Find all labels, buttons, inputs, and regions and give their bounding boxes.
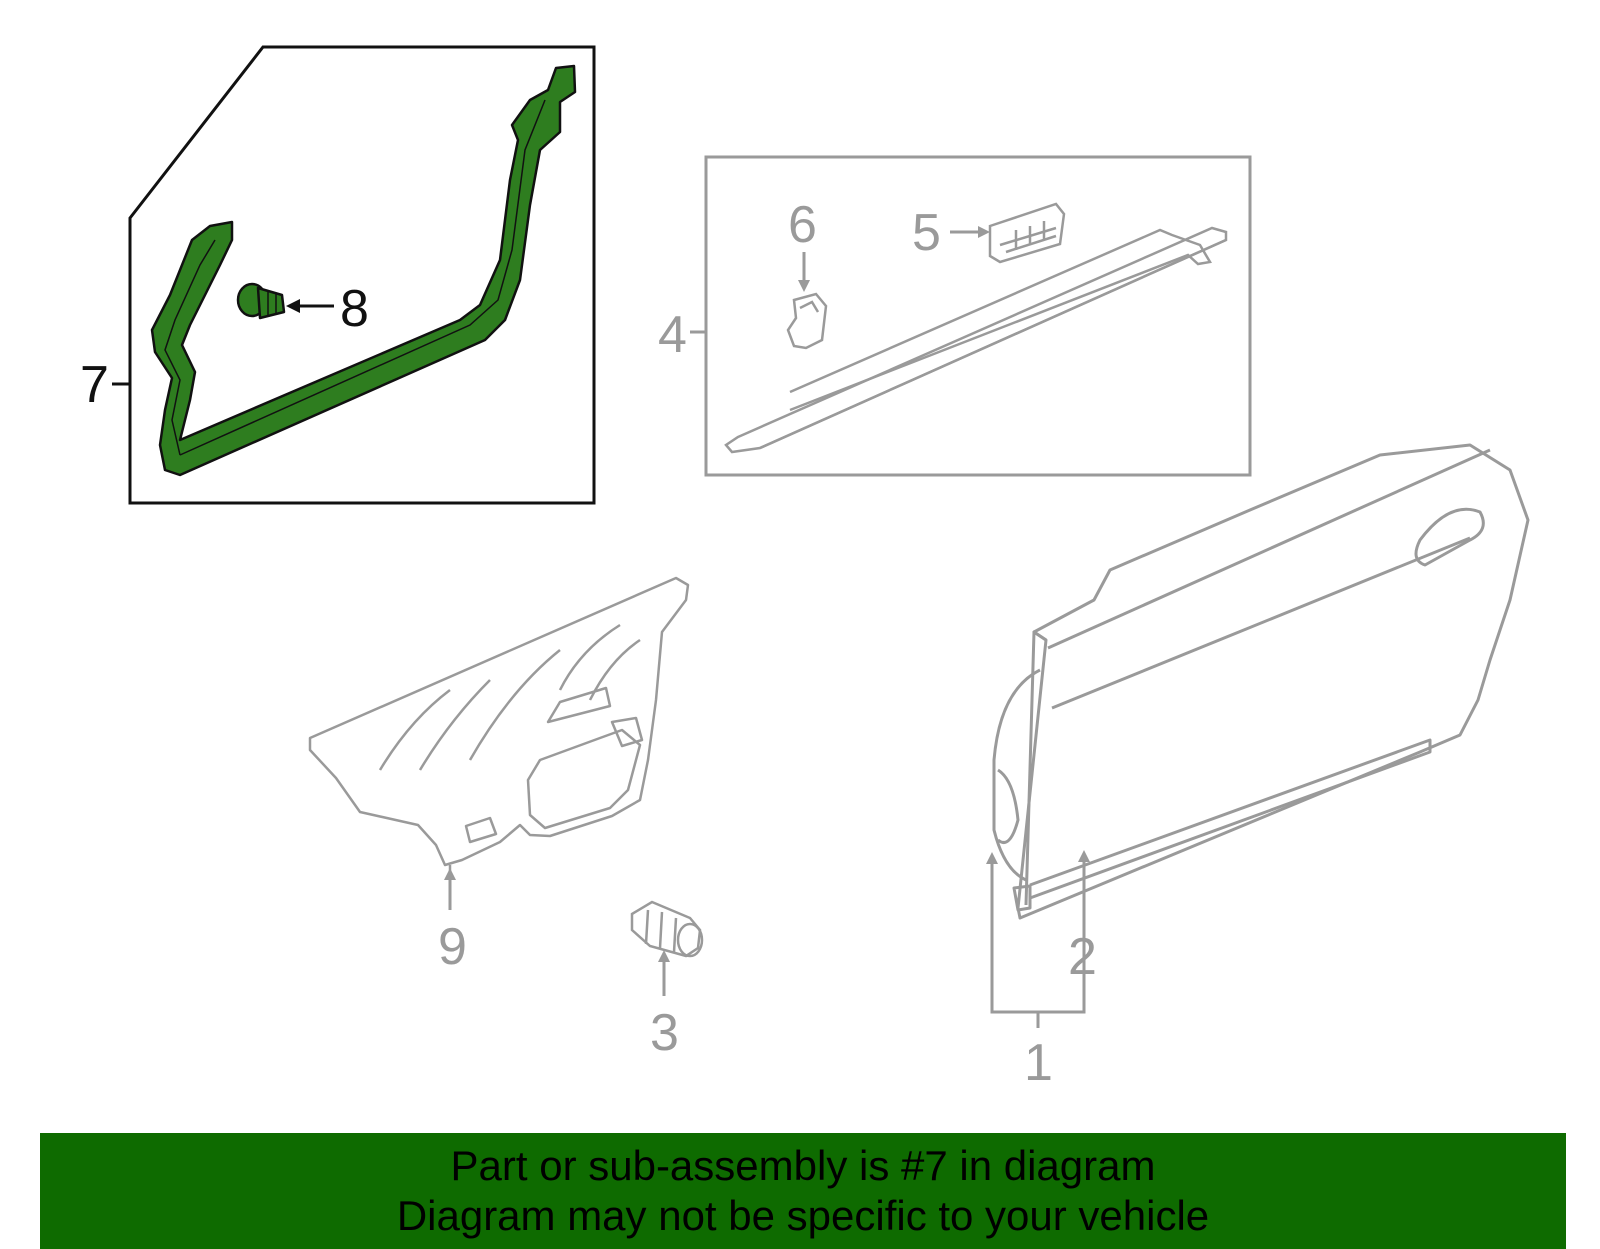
- highlight-box: [128, 45, 596, 505]
- leader-arrow-3: [658, 950, 670, 962]
- leader-arrow-6: [798, 280, 810, 292]
- door-trim-panel-part-9[interactable]: [308, 576, 690, 878]
- callout-1: 1: [1024, 1034, 1053, 1092]
- leader-arrow-9: [444, 868, 456, 880]
- highlight-group: 8 7: [80, 45, 596, 505]
- door-weatherstrip-part-7[interactable]: [150, 64, 577, 477]
- plug-part-3[interactable]: [630, 900, 704, 958]
- leader-arrow-8: [286, 299, 300, 313]
- moulding-box: [704, 155, 1252, 477]
- door-shell-part-1-2[interactable]: [992, 443, 1530, 920]
- clip-part-8[interactable]: [236, 282, 286, 320]
- clip-part-6[interactable]: [786, 292, 828, 350]
- callout-8: 8: [340, 280, 369, 338]
- leader-arrow-1: [986, 852, 998, 864]
- callout-3: 3: [650, 1004, 679, 1062]
- door-moulding-part-4[interactable]: [724, 226, 1228, 454]
- leader-bracket-1-2: [990, 862, 1086, 1028]
- banner-line-1: Part or sub-assembly is #7 in diagram: [450, 1142, 1156, 1189]
- callout-9: 9: [438, 918, 467, 976]
- callout-5: 5: [912, 204, 941, 262]
- leader-arrow-5: [978, 226, 990, 238]
- leader-arrow-2: [1078, 850, 1090, 862]
- callout-4: 4: [658, 306, 687, 364]
- banner-line-2: Diagram may not be specific to your vehi…: [396, 1192, 1210, 1239]
- callout-2: 2: [1068, 928, 1097, 986]
- callout-6: 6: [788, 196, 817, 254]
- callout-7: 7: [80, 356, 109, 414]
- weatherstrip-inner-line: [164, 99, 546, 456]
- info-banner: Part or sub-assembly is #7 in diagram Di…: [40, 1133, 1566, 1249]
- moulding-group: [690, 155, 1252, 477]
- clip-part-5[interactable]: [988, 202, 1066, 264]
